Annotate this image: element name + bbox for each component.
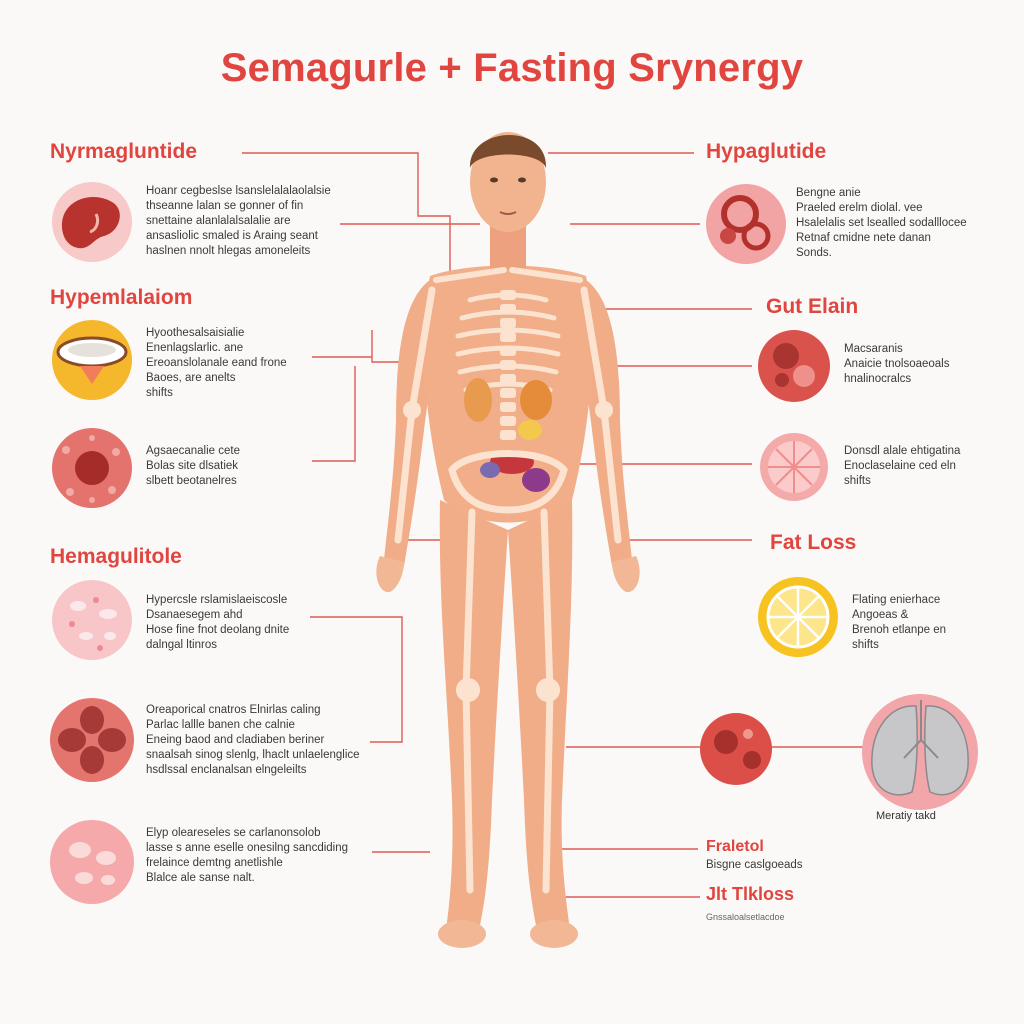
page-title: Semagurle + Fasting Srynergy	[220, 46, 804, 90]
heading-nyrmagluntide: Nyrmagluntide	[50, 140, 198, 163]
description-line: Macsaranis	[844, 343, 903, 355]
description-line: haslnen nnolt hlegas amoneleits	[146, 245, 311, 257]
heading-fraletol: Fraletol	[706, 838, 764, 855]
right-icons	[700, 184, 978, 810]
description-line: Flating enierhace	[852, 594, 941, 606]
heading-gut-elain: Gut Elain	[766, 295, 859, 318]
description-line: Elyp oleareseles se carlanonsolob	[146, 827, 321, 839]
cell-tissue-icon	[52, 428, 132, 508]
description-line: Hose fine fnot deolang dnite	[146, 624, 290, 636]
description-line: Bolas site dlsatiek	[146, 460, 239, 472]
description-line: Anaicie tnolsoaeoals	[844, 358, 950, 370]
left-icons	[50, 182, 134, 904]
description-line: Bisgne caslgoeads	[706, 859, 803, 871]
right-description-2: Macsaranis Anaicie tnolsoaeoals hnalinoc…	[844, 342, 950, 387]
soft-tissue-icon	[50, 820, 134, 904]
description-line: Donsdl alale ehtigatina	[844, 445, 961, 457]
description-line: Sonds.	[796, 247, 832, 259]
clover-cells-icon	[50, 698, 134, 782]
description-line: snettaine alanlalalsalalie are	[146, 215, 291, 227]
description-line: thseanne lalan se gonner of fin	[146, 200, 304, 212]
description-line: shifts	[146, 387, 173, 399]
description-line: Brenoh etlanpe en	[852, 624, 946, 636]
description-line: dalngal ltinros	[146, 639, 217, 651]
description-line: hnalinocralcs	[844, 373, 912, 385]
description-line: Dsanaesegem ahd	[146, 609, 243, 621]
left-description-2: Hyoothesalsaisialie Enenlagslarlic. ane …	[146, 326, 287, 401]
description-line: Blalce ale sanse nalt.	[146, 872, 255, 884]
description-line: Enoclaselaine ced eln	[844, 460, 956, 472]
description-line: Hypercsle rslamislaeiscosle	[146, 594, 288, 606]
left-description-1: Hoanr cegbeslse lsanslelalalaolalsie ths…	[146, 184, 331, 259]
lungs-caption: Meratiy takd	[876, 810, 936, 822]
description-line: shifts	[844, 475, 871, 487]
connector-line	[242, 152, 451, 290]
left-description-5: Oreaporical cnatros Elnirlas caling Parl…	[146, 703, 360, 778]
connector-line	[312, 366, 356, 462]
connector-line	[310, 616, 403, 743]
description-line: Enenlagslarlic. ane	[146, 342, 244, 354]
description-line: Praeled erelm diolal. vee	[796, 202, 923, 214]
stomach-icon	[758, 330, 830, 402]
description-line: Hyoothesalsaisialie	[146, 327, 245, 339]
heading-fat-loss: Fat Loss	[770, 531, 857, 554]
heading-jlt-tlkloss: Jlt Tlkloss	[706, 884, 795, 904]
description-line: Baoes, are anelts	[146, 372, 236, 384]
left-description-4: Hypercsle rslamislaeiscosle Dsanaesegem …	[146, 593, 289, 653]
intestine-icon	[706, 184, 786, 264]
connector-line	[312, 330, 432, 363]
description-line: snaalsah sinog slenlg, lhaclt unlaelengl…	[146, 749, 360, 761]
lemon-slice-icon	[758, 577, 838, 657]
description-line: Angoeas &	[852, 609, 909, 621]
description-line: shifts	[852, 639, 879, 651]
heading-hypemlalaiom: Hypemlalaiom	[50, 286, 193, 309]
description-line: lasse s anne eselle onesilng sancdiding	[146, 842, 349, 854]
left-description-6: Elyp oleareseles se carlanonsolob lasse …	[146, 826, 348, 886]
description-line: Gnssaloalsetlacdoe	[706, 912, 785, 922]
heading-hemagulitole: Hemagulitole	[50, 545, 182, 568]
right-description-5: Bisgne caslgoeads	[706, 858, 803, 873]
description-line: Hoanr cegbeslse lsanslelalalaolalsie	[146, 185, 331, 197]
description-line: Parlac lallle banen che calnie	[146, 719, 295, 731]
grapefruit-slice-icon	[760, 433, 828, 501]
lungs-icon	[862, 694, 978, 810]
description-line: Oreaporical cnatros Elnirlas caling	[146, 704, 321, 716]
right-description-1: Bengne anie Praeled erelm diolal. vee Hs…	[796, 186, 967, 261]
right-description-3: Donsdl alale ehtigatina Enoclaselaine ce…	[844, 444, 960, 489]
heading-hypaglutide: Hypaglutide	[706, 140, 827, 163]
kidney-organ-icon	[52, 182, 132, 262]
human-body-figure	[376, 132, 640, 948]
right-description-6: Gnssaloalsetlacdoe	[706, 910, 785, 925]
pink-cells-icon	[52, 580, 132, 660]
description-line: Ereoanslolanale eand frone	[146, 357, 287, 369]
description-line: Retnaf cmidne nete danan	[796, 232, 931, 244]
description-line: Eneing baod and cladiaben beriner	[146, 734, 325, 746]
description-line: hsdlssal enclanalsan elngeleilts	[146, 764, 307, 776]
description-line: Hsalelalis set lsealled sodalllocee	[796, 217, 967, 229]
description-line: Agsaecanalie cete	[146, 445, 240, 457]
right-description-4: Flating enierhace Angoeas & Brenoh etlan…	[852, 593, 946, 653]
pill-capsule-icon	[52, 320, 132, 400]
description-line: frelaince demtng anetlishle	[146, 857, 283, 869]
description-line: ansasliolic smaled is Araing seant	[146, 230, 318, 242]
description-line: Bengne anie	[796, 187, 861, 199]
description-line: slbett beotanelres	[146, 475, 237, 487]
left-description-3: Agsaecanalie cete Bolas site dlsatiek sl…	[146, 444, 240, 489]
red-cells-icon	[700, 713, 772, 785]
